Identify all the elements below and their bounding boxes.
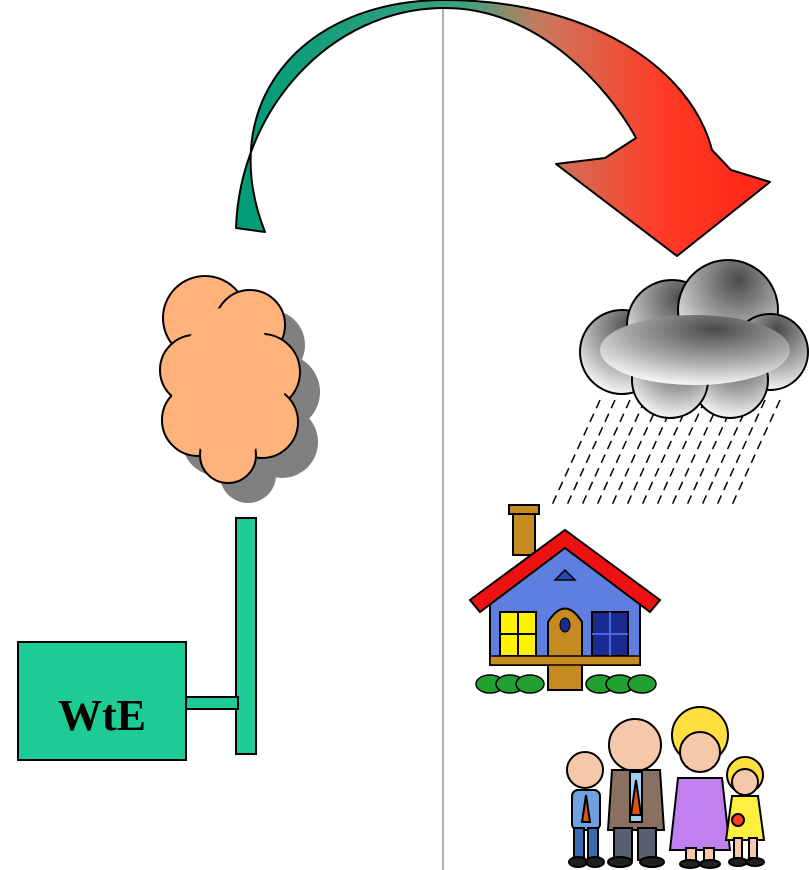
emission-cloud	[159, 275, 320, 503]
family-icon	[566, 706, 766, 869]
transport-arrow	[235, 0, 771, 257]
wte-label: WtE	[58, 691, 146, 740]
house-icon	[468, 504, 662, 694]
wte-plant: WtE	[17, 641, 187, 761]
stack	[185, 517, 257, 755]
rain-cloud-icon	[551, 259, 809, 506]
